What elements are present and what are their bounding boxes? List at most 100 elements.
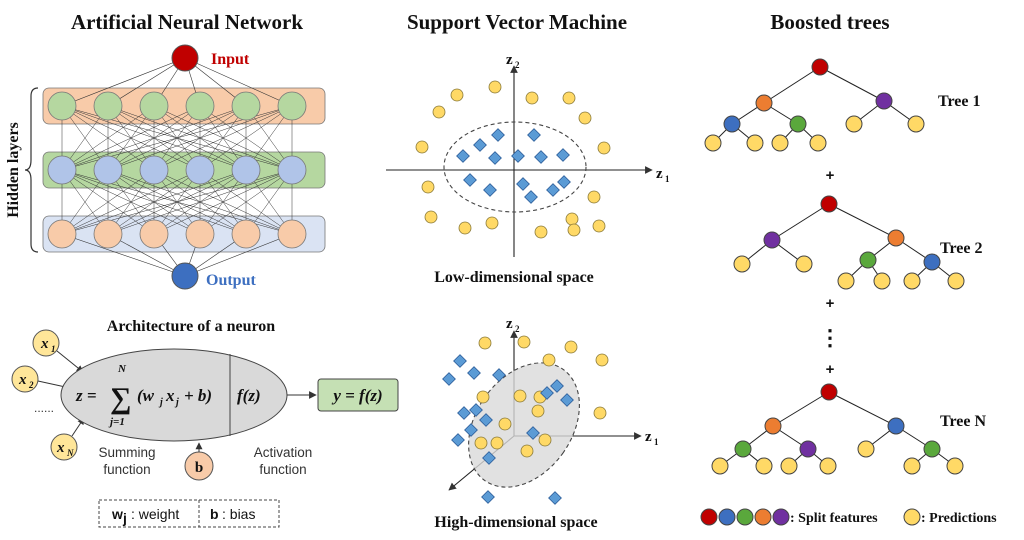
ann-nodes xyxy=(47,91,307,249)
tree-edge xyxy=(763,66,821,104)
class-a-point xyxy=(597,141,611,155)
class-b-point xyxy=(483,183,497,197)
class-a-point xyxy=(531,404,545,418)
legend-orange-node xyxy=(754,508,772,526)
split-node xyxy=(820,195,838,213)
legend-split-text: : Split features xyxy=(790,511,878,526)
class-a-point xyxy=(498,417,512,431)
svm-low-dim-plot: z 1 z 2 xyxy=(386,52,670,257)
split-node xyxy=(923,253,941,271)
input-x2-sub: 2 xyxy=(28,380,34,390)
low-z1-label: z xyxy=(656,166,663,182)
plus-sign-3: + xyxy=(826,361,835,378)
ann-edge xyxy=(199,169,293,235)
trees-title: Boosted trees xyxy=(770,10,889,34)
split-node xyxy=(755,94,773,112)
class-b-point xyxy=(463,173,477,187)
prediction-node xyxy=(903,457,921,475)
ann-neuron xyxy=(93,155,123,185)
class-a-point xyxy=(450,88,464,102)
prediction-node xyxy=(771,134,789,152)
legend-weight-text: : weight xyxy=(131,506,179,522)
class-a-point xyxy=(485,216,499,230)
ann-edge xyxy=(61,233,186,277)
split-node xyxy=(799,440,817,458)
split-node xyxy=(789,115,807,133)
split-node xyxy=(811,58,829,76)
ann-edge xyxy=(107,233,186,277)
class-b-point xyxy=(526,426,540,440)
plus-sign-2: + xyxy=(826,295,835,312)
class-a-point xyxy=(564,340,578,354)
split-node xyxy=(887,417,905,435)
ann-edge xyxy=(184,233,293,277)
ann-neuron xyxy=(277,91,307,121)
neuron-title: Architecture of a neuron xyxy=(107,318,276,335)
class-b-point xyxy=(457,406,471,420)
class-b-point xyxy=(550,379,564,393)
class-b-point xyxy=(540,386,554,400)
formula-j1: j xyxy=(158,397,163,408)
prediction-node xyxy=(746,134,764,152)
class-b-point xyxy=(467,366,481,380)
prediction-node xyxy=(711,457,729,475)
neuron-output-text: y = f(z) xyxy=(331,386,382,405)
class-a-point xyxy=(525,91,539,105)
ann-edge xyxy=(61,169,155,235)
class-b-point xyxy=(491,128,505,142)
ann-edge xyxy=(61,105,247,171)
class-a-point xyxy=(592,219,606,233)
legend-weight-symbol: w xyxy=(111,506,123,522)
class-b-point xyxy=(479,413,493,427)
class-a-point xyxy=(538,433,552,447)
input-x1-sub: 1 xyxy=(51,344,56,354)
ann-edge xyxy=(199,105,293,171)
class-a-point xyxy=(415,140,429,154)
class-b-point xyxy=(482,451,496,465)
activation-label-line2: function xyxy=(259,462,306,477)
ann-edge xyxy=(61,169,201,235)
class-a-point xyxy=(534,225,548,239)
bias-symbol: b xyxy=(195,460,203,476)
prediction-node xyxy=(857,440,875,458)
class-a-point xyxy=(517,335,531,349)
class-b-point xyxy=(511,149,525,163)
activation-label-line1: Activation xyxy=(254,445,313,460)
class-a-point xyxy=(458,221,472,235)
neuron-legend-box xyxy=(98,499,280,528)
plus-sign-1: + xyxy=(826,167,835,184)
class-b-point xyxy=(481,490,495,504)
legend-prediction-node xyxy=(903,508,921,526)
class-a-point xyxy=(595,353,609,367)
prediction-node xyxy=(873,272,891,290)
input-x2-node xyxy=(11,365,39,393)
class-a-point xyxy=(542,353,556,367)
formula-j2: j xyxy=(174,397,179,408)
ann-edge xyxy=(184,57,293,107)
trees-legend: : Split features : Predictions xyxy=(700,508,997,526)
boosted-trees xyxy=(704,58,965,475)
prediction-node xyxy=(907,115,925,133)
split-node xyxy=(723,115,741,133)
class-a-point xyxy=(567,223,581,237)
svm-title: Support Vector Machine xyxy=(407,10,627,34)
input-xN-node xyxy=(50,433,78,461)
tree-edge xyxy=(828,203,897,239)
ann-neuron xyxy=(139,91,169,121)
input-x2-symbol: x xyxy=(18,372,27,388)
class-a-point xyxy=(520,444,534,458)
class-a-point xyxy=(565,212,579,226)
split-node xyxy=(820,383,838,401)
output-label: Output xyxy=(206,272,256,289)
ann-title: Artificial Neural Network xyxy=(71,10,303,34)
tree-edge xyxy=(828,391,897,427)
split-node xyxy=(875,92,893,110)
vertical-ellipsis: ⋮ xyxy=(819,325,841,350)
neuron-output-box xyxy=(317,378,399,412)
ann-edge xyxy=(61,57,186,107)
ann-edge xyxy=(61,105,201,171)
ann-neuron xyxy=(185,155,215,185)
legend-purple-node xyxy=(772,508,790,526)
ann-neuron xyxy=(231,219,261,249)
